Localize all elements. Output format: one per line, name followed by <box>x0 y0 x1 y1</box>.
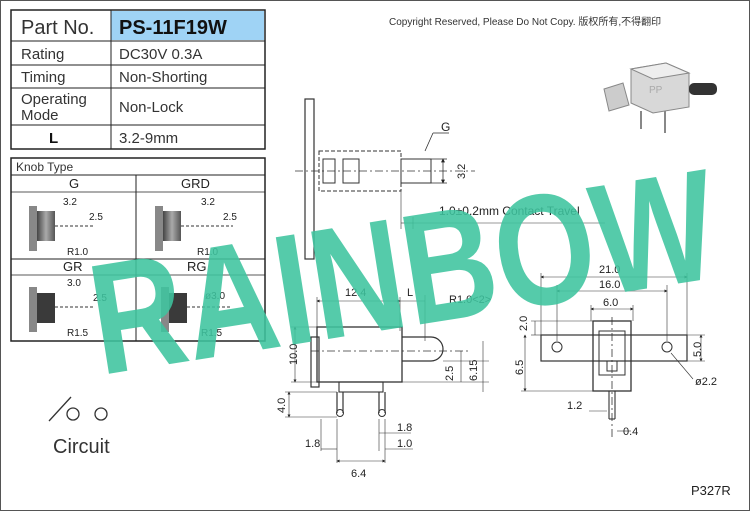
dim-12-4: 12.4 <box>345 287 366 299</box>
top-view-drawing <box>295 98 475 260</box>
l-label: L <box>49 130 58 147</box>
copyright-notice: Copyright Reserved, Please Do Not Copy. … <box>389 15 661 28</box>
drawing-code: P327R <box>691 483 731 498</box>
dim-2-0: 2.0 <box>518 316 530 331</box>
part-no-highlight <box>111 11 264 40</box>
dim-6-15: 6.15 <box>468 360 480 381</box>
part-no-value: PS-11F19W <box>119 17 227 39</box>
contact-travel-label: 1.0±0.2mm Contact Travel <box>439 204 580 218</box>
product-3d-image: PP <box>603 62 717 133</box>
rating-value: DC30V 0.3A <box>119 46 202 63</box>
knob-grd-dim-top: 3.2 <box>201 197 215 208</box>
side-view-drawing <box>285 295 489 463</box>
knob-rg-drawing: ø3.0 R1.5 <box>161 287 231 339</box>
top-view-knob-label: G <box>441 120 450 134</box>
knob-g-dim-side: 2.5 <box>89 212 103 223</box>
knob-gr-radius: R1.5 <box>67 328 89 339</box>
timing-value: Non-Shorting <box>119 69 207 86</box>
dim-6-0: 6.0 <box>603 297 618 309</box>
dim-6-4: 6.4 <box>351 468 366 480</box>
front-view-drawing <box>521 273 705 437</box>
dim-1-0: 1.0 <box>397 438 412 450</box>
knob-g-drawing: 3.2 2.5 R1.0 <box>29 197 103 258</box>
knob-type-table: Knob Type G GRD GR RG 3.2 2.5 R1.0 3.2 2… <box>10 157 266 342</box>
circuit-symbol: Circuit <box>48 396 110 458</box>
timing-label: Timing <box>21 69 65 86</box>
rating-label: Rating <box>21 46 64 63</box>
knob-g-dim-top: 3.2 <box>63 197 77 208</box>
dim-1-8-right: 1.8 <box>397 422 412 434</box>
dim-10-0: 10.0 <box>288 344 300 365</box>
knob-gr-label: GR <box>63 259 83 274</box>
knob-rg-label: RG <box>187 259 207 274</box>
mode-label: Mode <box>21 107 59 124</box>
knob-type-title: Knob Type <box>16 160 73 174</box>
knob-rg-radius: R1.5 <box>201 328 223 339</box>
svg-text:PP: PP <box>649 85 663 96</box>
dim-1-8-left: 1.8 <box>305 438 320 450</box>
contact-travel-dim <box>400 191 605 229</box>
circuit-label: Circuit <box>53 436 110 458</box>
knob-grd-drawing: 3.2 2.5 R1.0 <box>155 197 237 258</box>
knob-grd-label: GRD <box>181 176 210 191</box>
knob-g-radius: R1.0 <box>67 247 89 258</box>
operating-label: Operating <box>21 91 87 108</box>
knob-rg-dim-top: ø3.0 <box>205 291 225 302</box>
dim-5-0: 5.0 <box>692 342 704 357</box>
dim-6-5: 6.5 <box>514 360 526 375</box>
l-value: 3.2-9mm <box>119 130 178 147</box>
knob-g-label: G <box>69 176 79 191</box>
dim-2-5: 2.5 <box>444 366 456 381</box>
part-no-label: Part No. <box>21 17 94 39</box>
knob-gr-drawing: 3.0 2.5 R1.5 <box>29 278 107 339</box>
dim-r1-0: R1.0<2> <box>449 294 491 306</box>
dim-4-0: 4.0 <box>276 398 288 413</box>
dim-0-4: 0.4 <box>623 426 638 438</box>
dim-top-height: 3.2 <box>456 164 468 179</box>
dim-16-0: 16.0 <box>599 279 620 291</box>
knob-grd-dim-side: 2.5 <box>223 212 237 223</box>
dim-hole-2-2: ø2.2 <box>695 376 717 388</box>
spec-table: Part No. PS-11F19W Rating DC30V 0.3A Tim… <box>10 9 266 150</box>
dim-21-0: 21.0 <box>599 264 620 276</box>
knob-grd-radius: R1.0 <box>197 247 219 258</box>
dim-l: L <box>407 287 413 299</box>
dim-1-2: 1.2 <box>567 400 582 412</box>
operating-mode-value: Non-Lock <box>119 99 184 116</box>
knob-gr-dim-top: 3.0 <box>67 278 81 289</box>
knob-gr-dim-side: 2.5 <box>93 293 107 304</box>
